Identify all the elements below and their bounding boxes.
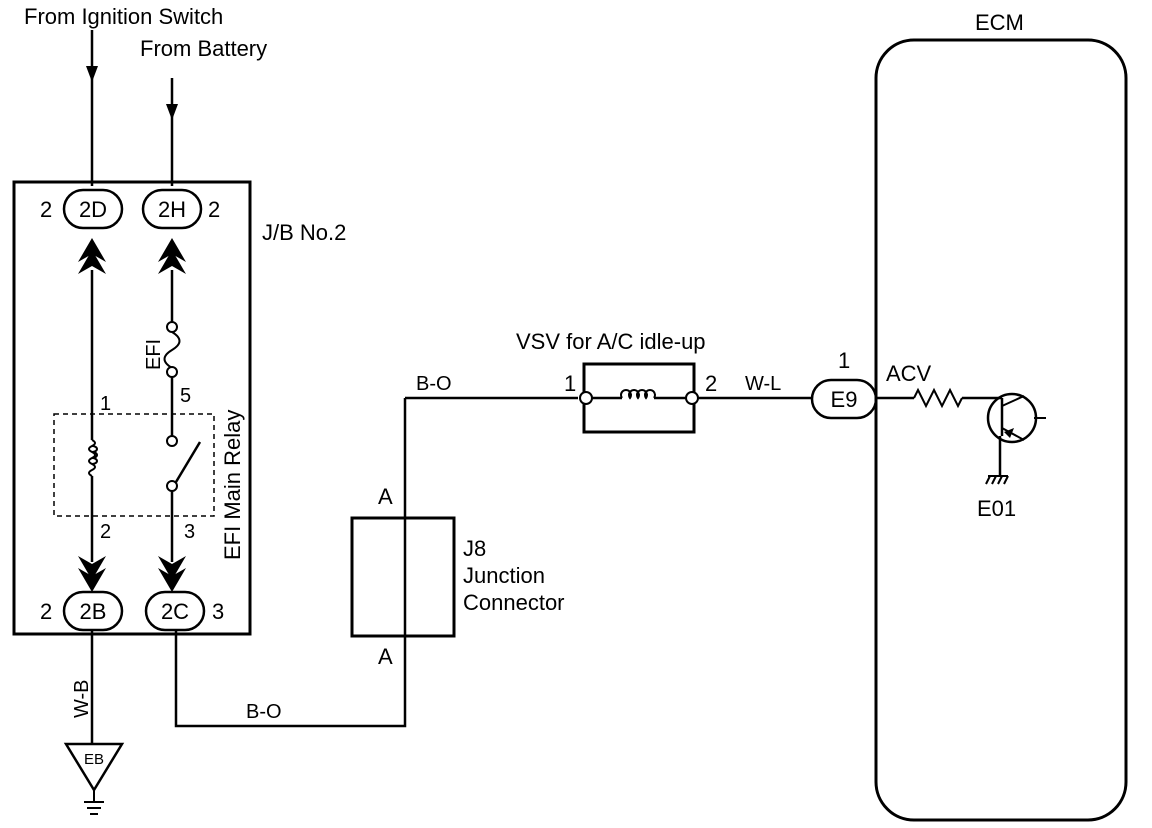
chevron-up-icon [158, 238, 186, 274]
bo-wire-lower [174, 630, 407, 728]
from-ignition-switch-label: From Ignition Switch [24, 4, 223, 29]
ground-point-label: EB [84, 751, 104, 768]
j8-pin-bottom: A [378, 644, 393, 669]
vsv-label: VSV for A/C idle-up [516, 329, 706, 354]
terminal-2b-pin: 2 [40, 599, 52, 624]
wl-wire-label: W-L [745, 373, 781, 395]
j8-line2: Junction [463, 563, 545, 588]
efi-main-relay-box [53, 413, 215, 517]
terminal-2h: 2H 2 [141, 188, 220, 230]
efi-fuse-icon [163, 331, 181, 369]
terminal-2b-id: 2B [80, 599, 107, 624]
terminal-2c-pin: 3 [212, 599, 224, 624]
ecm-label: ECM [975, 10, 1024, 35]
terminal-2d: 2D 2 [40, 188, 124, 230]
relay-pin-3: 3 [184, 521, 195, 543]
relay-pin-5: 5 [180, 385, 191, 407]
terminal-2d-id: 2D [79, 197, 107, 222]
relay-pin-2: 2 [100, 521, 111, 543]
relay-switch-circuit [163, 270, 202, 562]
ecm-box [874, 38, 1128, 822]
chevron-down-icon [158, 556, 186, 592]
vsv-coil [579, 389, 699, 405]
vsv-pin-1: 1 [564, 371, 576, 396]
jb-label: J/B No.2 [262, 220, 346, 245]
terminal-2h-id: 2H [158, 197, 186, 222]
chevron-up-icon [78, 238, 106, 274]
acv-label: ACV [886, 361, 932, 386]
chevron-down-icon [78, 556, 106, 592]
j8-name: J8 [463, 536, 486, 561]
ground-wire-color: W-B [71, 679, 93, 718]
j8-junction-connector [350, 516, 456, 638]
ecm-connector-id: E9 [831, 387, 858, 412]
junction-block-2 [12, 180, 252, 636]
bo-wire-lower-label: B-O [246, 701, 282, 723]
relay-pin-1: 1 [100, 393, 111, 415]
acv-circuit [876, 387, 1046, 485]
efi-main-relay-label: EFI Main Relay [220, 410, 245, 560]
ecm-connector-e9: E9 1 [810, 348, 878, 420]
terminal-2d-pin: 2 [40, 197, 52, 222]
j8-pin-top: A [378, 484, 393, 509]
relay-switch-contact [174, 441, 202, 483]
relay-coil-circuit [88, 270, 98, 562]
terminal-2c: 2C 3 [144, 590, 224, 632]
coil-icon [620, 389, 656, 400]
resistor-icon [913, 387, 963, 409]
efi-fuse-label: EFI [143, 339, 165, 370]
bo-wire-upper-label: B-O [416, 373, 452, 395]
battery-feed-wire [166, 78, 178, 186]
e01-ground-label: E01 [977, 496, 1016, 521]
ecm-connector-pin: 1 [838, 348, 850, 373]
ground-point-eb: EB [63, 742, 125, 815]
j8-line3: Connector [463, 590, 565, 615]
terminal-2b: 2B 2 [40, 590, 124, 632]
vsv-pin-2: 2 [705, 371, 717, 396]
terminal-2c-id: 2C [161, 599, 189, 624]
terminal-2h-pin: 2 [208, 197, 220, 222]
from-battery-label: From Battery [140, 36, 267, 61]
ignition-feed-wire [86, 30, 98, 186]
